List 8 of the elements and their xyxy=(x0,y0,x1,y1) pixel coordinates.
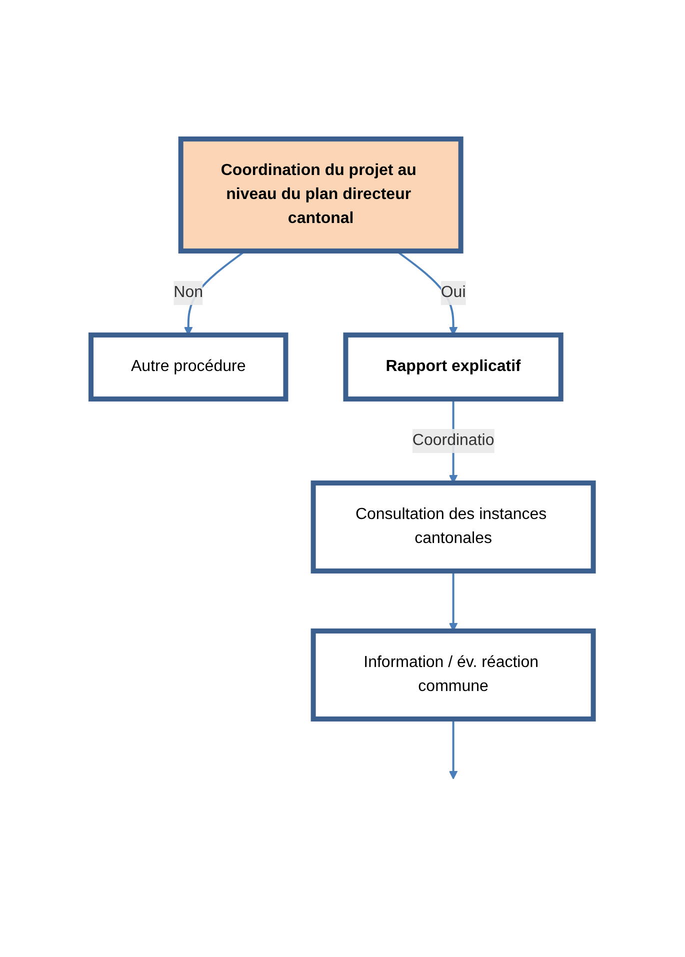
node-box: Consultation des instances cantonales xyxy=(311,480,596,573)
node-box: Coordination du projet au niveau du plan directeur cantonal xyxy=(178,136,464,253)
node-box: Rapport explicatif xyxy=(344,332,564,401)
node-box: Autre procédure xyxy=(88,332,289,401)
edge-label: Non xyxy=(174,283,204,300)
node-box: Information / év. réaction commune xyxy=(311,628,596,721)
edge-label: Oui xyxy=(441,283,466,300)
edge-label: Coordinatio xyxy=(412,431,495,448)
